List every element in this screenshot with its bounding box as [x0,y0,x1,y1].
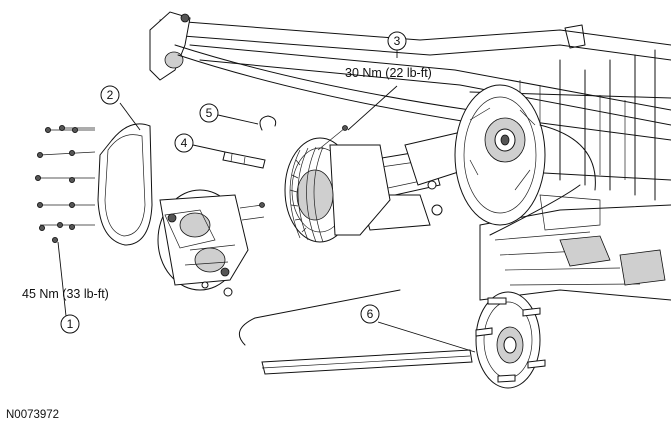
svg-text:2: 2 [107,88,114,102]
torque-label-cover-bolts: 45 Nm (33 lb-ft) [22,287,109,301]
svg-text:4: 4 [181,136,188,150]
cover-bolts [35,125,96,243]
pinion-shaft [222,151,266,169]
svg-text:3: 3 [394,34,401,48]
differential-carrier [157,189,265,297]
svg-text:1: 1 [67,317,74,331]
figure-id: N0073972 [6,409,59,421]
differential-cover [97,123,153,246]
brake-backing-plate [454,84,596,236]
differential-housing [284,137,391,243]
callout-3: 3 [387,31,407,51]
svg-text:6: 6 [367,307,374,321]
callout-1: 1 [60,314,80,334]
callout-6: 6 [360,304,380,324]
torque-label-pinion-bolt: 30 Nm (22 lb-ft) [345,66,432,80]
c-clip [259,115,277,131]
axle-shaft [238,289,546,389]
svg-text:5: 5 [206,106,213,120]
pinion-bolt [317,125,348,151]
leaf-spring-bracket [149,11,471,123]
callout-5: 5 [199,103,219,123]
callout-2: 2 [100,85,120,105]
callout-4: 4 [174,133,194,153]
leader-lines [57,50,476,353]
